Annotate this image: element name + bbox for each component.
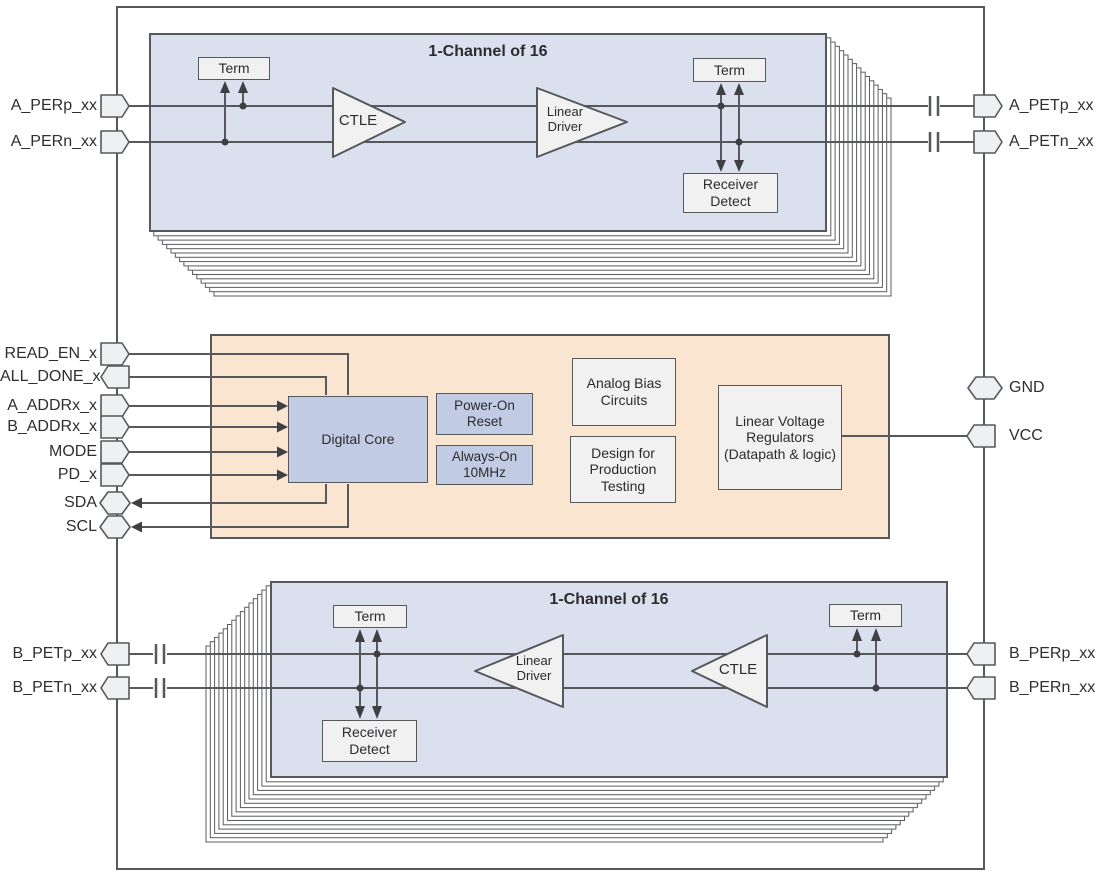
label-scl: SCL xyxy=(65,518,97,535)
always-on-box: Always-On 10MHz xyxy=(436,445,533,485)
pin-mode xyxy=(100,440,130,464)
pin-a-petn xyxy=(973,130,1003,154)
bottom-receiver-detect-box: Receiver Detect xyxy=(322,720,417,762)
label-a-addrx: A_ADDRx_x xyxy=(7,397,97,414)
amplifiers xyxy=(332,87,768,708)
signal-wires xyxy=(129,92,974,707)
pin-vcc xyxy=(966,424,996,448)
bottom-ctle-triangle xyxy=(691,634,768,708)
pin-b-petp xyxy=(100,642,130,666)
label-a-pern: A_PERn_xx xyxy=(10,133,97,150)
bottom-channel-title: 1-Channel of 16 xyxy=(549,591,669,608)
label-all-done: ALL_DONE_x xyxy=(0,368,101,385)
analog-bias-box: Analog Bias Circuits xyxy=(572,358,676,426)
top-term-left-box: Term xyxy=(198,57,270,80)
design-for-test-box: Design for Production Testing xyxy=(570,436,676,503)
top-linear-driver-triangle xyxy=(536,87,628,158)
pin-scl xyxy=(99,515,131,539)
pins xyxy=(99,94,1003,700)
label-a-perp: A_PERp_xx xyxy=(10,97,97,114)
label-vcc: VCC xyxy=(1009,427,1043,444)
label-pd: PD_x xyxy=(57,466,97,483)
pin-b-addrx xyxy=(100,415,130,439)
pin-a-pern xyxy=(100,130,130,154)
pin-a-addrx xyxy=(100,394,130,418)
label-b-petn: B_PETn_xx xyxy=(12,679,97,696)
top-ctle-triangle xyxy=(332,87,406,158)
label-b-perp: B_PERp_xx xyxy=(1009,645,1096,662)
pin-b-perp xyxy=(966,642,996,666)
pin-a-petp xyxy=(973,94,1003,118)
bottom-term-left-box: Term xyxy=(333,605,407,628)
label-b-addrx: B_ADDRx_x xyxy=(7,418,97,435)
top-receiver-detect-box: Receiver Detect xyxy=(683,173,778,213)
label-gnd: GND xyxy=(1009,379,1045,396)
bottom-term-right-box: Term xyxy=(829,604,902,627)
bottom-linear-driver-label: Linear Driver xyxy=(515,653,553,683)
label-b-petp: B_PETp_xx xyxy=(12,645,97,662)
top-linear-driver-label: Linear Driver xyxy=(546,104,584,134)
bottom-linear-driver-triangle xyxy=(474,634,564,708)
label-a-petn: A_PETn_xx xyxy=(1009,133,1094,150)
digital-core-box: Digital Core xyxy=(288,396,428,483)
pin-a-perp xyxy=(100,94,130,118)
pin-all-done xyxy=(100,365,130,389)
arrowheads xyxy=(131,81,881,719)
pin-b-petn xyxy=(100,676,130,700)
linear-regulators-box: Linear Voltage Regulators (Datapath & lo… xyxy=(718,385,842,490)
pin-gnd xyxy=(967,376,1003,400)
top-term-right-box: Term xyxy=(693,58,766,82)
pin-pd xyxy=(100,463,130,487)
top-channel-title: 1-Channel of 16 xyxy=(428,43,548,60)
label-sda: SDA xyxy=(64,494,97,511)
label-b-pern: B_PERn_xx xyxy=(1009,679,1096,696)
pin-read-en xyxy=(100,342,130,366)
bottom-ctle-label: CTLE xyxy=(718,661,758,678)
label-read-en: READ_EN_x xyxy=(4,345,97,362)
label-a-petp: A_PETp_xx xyxy=(1009,97,1094,114)
pin-b-pern xyxy=(966,676,996,700)
pin-sda xyxy=(99,491,131,515)
junction-dots xyxy=(221,102,880,692)
power-on-reset-box: Power-On Reset xyxy=(436,393,533,435)
label-mode: MODE xyxy=(49,443,97,460)
top-ctle-label: CTLE xyxy=(338,112,378,129)
